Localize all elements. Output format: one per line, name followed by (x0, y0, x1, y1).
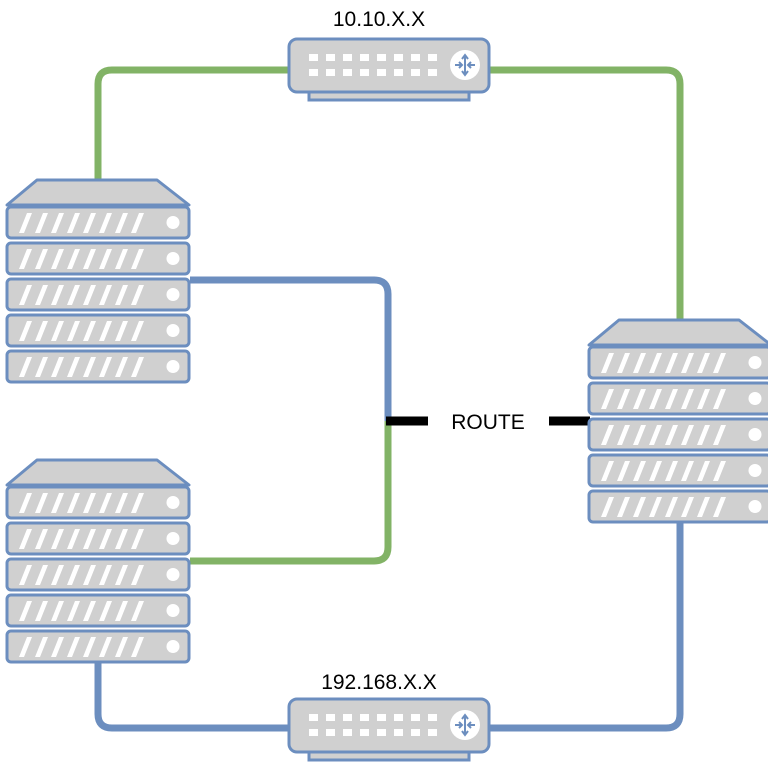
green-link-top-right (490, 66, 684, 322)
green-link-lower-server (190, 421, 392, 565)
network-switch-icon[interactable] (287, 37, 491, 102)
route-label: ROUTE (451, 411, 525, 434)
server-rack-icon[interactable] (589, 320, 768, 522)
server-rack-icon[interactable] (7, 180, 189, 382)
server-rack-icon[interactable] (7, 460, 189, 662)
green-link-top-left (94, 66, 290, 180)
blue-link-bottom-left (94, 660, 290, 732)
blue-link-bottom-right (490, 520, 684, 732)
switch-bottom-label: 192.168.X.X (321, 671, 437, 694)
switch-top-label: 10.10.X.X (333, 8, 425, 31)
network-switch-icon[interactable] (287, 697, 491, 762)
blue-link-upper-server (190, 276, 392, 421)
